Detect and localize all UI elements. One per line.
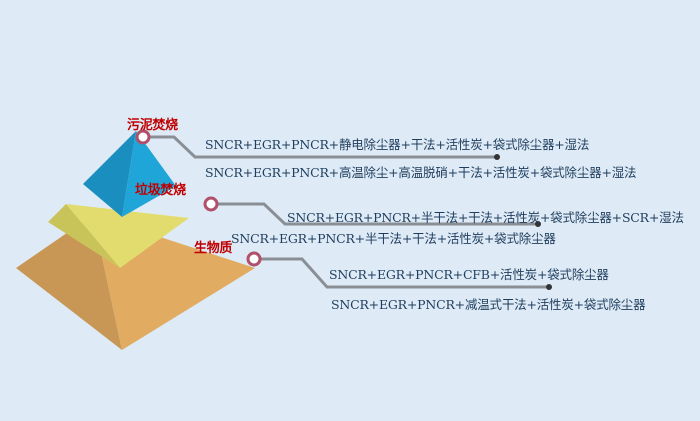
node-ring [203, 196, 219, 212]
route-sludge-2: SNCR+EGR+PNCR+高温除尘+高温脱硝+干法+活性炭+袋式除尘器+湿法 [205, 165, 637, 180]
pyramid-tier-middle [48, 204, 189, 268]
route-biomass-1: SNCR+EGR+PNCR+CFB+活性炭+袋式除尘器 [329, 267, 609, 282]
connector-top [135, 129, 500, 160]
tier-label-waste: 垃圾焚烧 [135, 183, 186, 198]
node-ring [135, 129, 151, 145]
node-ring [246, 251, 262, 267]
connector-bottom [246, 251, 552, 290]
pyramid-tier-top [83, 131, 176, 217]
tier-label-sludge: 污泥焚烧 [127, 118, 178, 133]
route-sludge-1: SNCR+EGR+PNCR+静电除尘器+干法+活性炭+袋式除尘器+湿法 [205, 137, 590, 152]
route-biomass-2: SNCR+EGR+PNCR+减温式干法+活性炭+袋式除尘器 [331, 297, 646, 312]
tier-label-biomass: 生物质 [194, 241, 233, 256]
connector-middle [203, 196, 541, 227]
route-waste-1: SNCR+EGR+PNCR+半干法+干法+活性炭+袋式除尘器+SCR+湿法 [287, 210, 684, 225]
route-waste-2: SNCR+EGR+PNCR+半干法+干法+活性炭+袋式除尘器 [231, 231, 556, 246]
